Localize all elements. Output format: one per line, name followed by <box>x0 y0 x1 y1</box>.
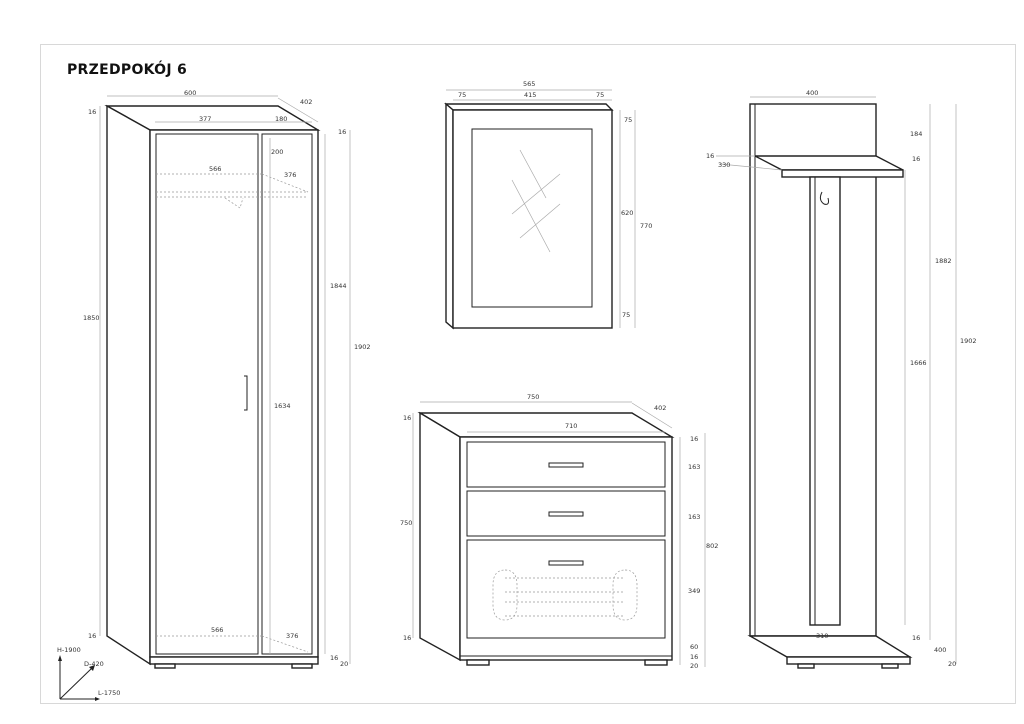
dim-label: 310 <box>816 632 828 640</box>
arrow-up-icon <box>58 655 62 661</box>
mirror <box>444 89 636 330</box>
hanger-rail-icon <box>224 197 244 209</box>
arrow-diagonal-icon <box>89 665 95 671</box>
dim-label: 600 <box>184 89 196 97</box>
drawer-handle-icon <box>548 560 584 566</box>
dim-label: 770 <box>640 222 652 230</box>
wardrobe <box>99 95 351 669</box>
dim-label: 60 <box>690 643 698 651</box>
dim-label: 620 <box>621 209 633 217</box>
dim-label: 400 <box>806 89 818 97</box>
drawer-handle-icon <box>548 511 584 517</box>
dim-label: 16 <box>88 108 96 116</box>
axis-label-l: L-1750 <box>98 689 120 697</box>
dim-label: 75 <box>624 116 632 124</box>
dim-label: 75 <box>596 91 604 99</box>
dim-label: 16 <box>706 152 714 160</box>
dim-label: 400 <box>934 646 946 654</box>
dim-label: 377 <box>199 115 211 123</box>
dim-label: 1902 <box>960 337 977 345</box>
dim-label: 750 <box>527 393 539 401</box>
drawing-frame <box>40 44 1016 704</box>
dim-label: 1850 <box>83 314 100 322</box>
dim-label: 20 <box>340 660 348 668</box>
dim-label: 75 <box>622 311 630 319</box>
dim-label: 566 <box>209 165 221 173</box>
dim-label: 16 <box>88 632 96 640</box>
dim-label: 710 <box>565 422 577 430</box>
dim-label: 16 <box>403 414 411 422</box>
hall-stand <box>716 96 957 669</box>
dim-label: 20 <box>948 660 956 668</box>
dim-label: 1902 <box>354 343 371 351</box>
dim-label: 16 <box>690 435 698 443</box>
dim-label: 20 <box>690 662 698 670</box>
dim-label: 16 <box>403 634 411 642</box>
dim-label: 163 <box>688 513 700 521</box>
coat-hook-icon <box>819 191 829 205</box>
dim-label: 802 <box>706 542 718 550</box>
dim-label: 402 <box>654 404 666 412</box>
dim-label: 16 <box>912 634 920 642</box>
dim-label: 376 <box>286 632 298 640</box>
dim-label: 75 <box>458 91 466 99</box>
dim-label: 16 <box>912 155 920 163</box>
drawer-handle-icon <box>548 462 584 468</box>
dim-label: 566 <box>211 626 223 634</box>
dim-label: 415 <box>524 91 536 99</box>
dim-label: 402 <box>300 98 312 106</box>
door-handle-icon <box>244 375 248 411</box>
shoe-rack-icon <box>492 569 638 621</box>
glass-reflection-icon <box>511 149 561 253</box>
axis-indicator <box>58 655 100 701</box>
axis-label-h: H-1900 <box>57 646 81 654</box>
dim-label: 1666 <box>910 359 927 367</box>
dresser <box>412 401 706 667</box>
dim-label: 1882 <box>935 257 952 265</box>
dim-label: 1634 <box>274 402 291 410</box>
page-title: PRZEDPOKÓJ 6 <box>67 62 188 78</box>
arrow-right-icon <box>95 697 100 701</box>
dim-label: 330 <box>718 161 730 169</box>
dim-label: 200 <box>271 148 283 156</box>
dim-label: 1844 <box>330 282 347 290</box>
dim-label: 349 <box>688 587 700 595</box>
axis-label-d: D-420 <box>84 660 104 668</box>
dim-label: 180 <box>275 115 287 123</box>
dim-label: 750 <box>400 519 412 527</box>
dim-label: 565 <box>523 80 535 88</box>
dim-label: 16 <box>690 653 698 661</box>
dim-label: 16 <box>330 654 338 662</box>
dim-label: 376 <box>284 171 296 179</box>
dim-label: 16 <box>338 128 346 136</box>
dim-label: 163 <box>688 463 700 471</box>
dim-label: 184 <box>910 130 922 138</box>
